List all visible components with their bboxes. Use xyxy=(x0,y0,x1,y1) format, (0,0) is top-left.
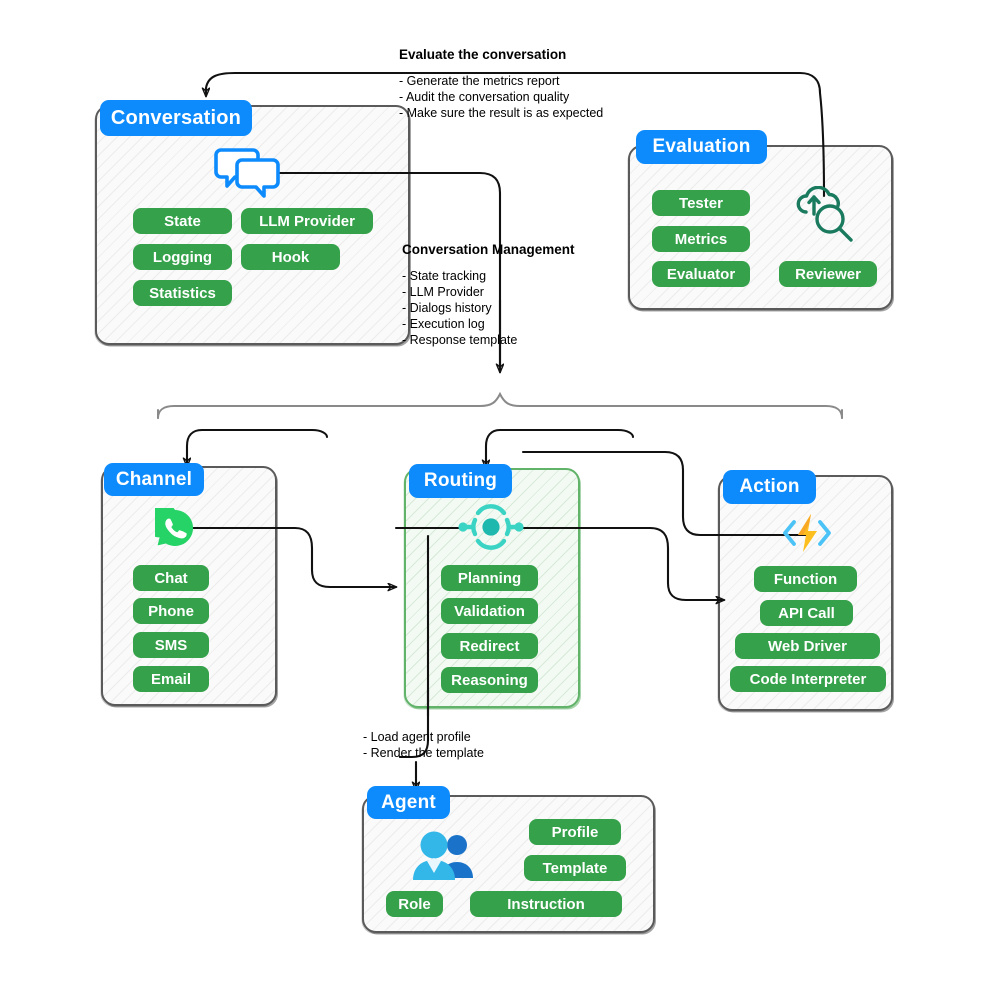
pill-sms[interactable]: SMS xyxy=(133,632,209,658)
annotation-conversation-management: Conversation Management - State tracking… xyxy=(402,242,575,348)
module-title-conversation[interactable]: Conversation xyxy=(100,100,252,136)
pill-evaluator[interactable]: Evaluator xyxy=(652,261,750,287)
pill-template[interactable]: Template xyxy=(524,855,626,881)
annotation-agent-line-0: - Load agent profile xyxy=(363,730,471,744)
annotation-evaluate: Evaluate the conversation - Generate the… xyxy=(399,47,603,121)
pill-planning[interactable]: Planning xyxy=(441,565,538,591)
pill-function[interactable]: Function xyxy=(754,566,857,592)
annotation-cm-line-2: - Dialogs history xyxy=(402,301,492,315)
pill-api-call[interactable]: API Call xyxy=(760,600,853,626)
module-title-channel[interactable]: Channel xyxy=(104,463,204,496)
annotation-evaluate-title: Evaluate the conversation xyxy=(399,47,567,62)
annotation-cm-line-3: - Execution log xyxy=(402,317,485,331)
pill-state[interactable]: State xyxy=(133,208,232,234)
pill-tester[interactable]: Tester xyxy=(652,190,750,216)
pill-email[interactable]: Email xyxy=(133,666,209,692)
annotation-agent-line-1: - Render the template xyxy=(363,746,484,760)
whatsapp-icon xyxy=(141,501,195,548)
pill-validation[interactable]: Validation xyxy=(441,598,538,624)
module-title-routing[interactable]: Routing xyxy=(409,464,512,498)
annotation-evaluate-line-0: - Generate the metrics report xyxy=(399,74,560,88)
pill-phone[interactable]: Phone xyxy=(133,598,209,624)
pill-hook[interactable]: Hook xyxy=(241,244,340,270)
annotation-evaluate-line-2: - Make sure the result is as expected xyxy=(399,106,604,120)
pill-web-driver[interactable]: Web Driver xyxy=(735,633,880,659)
module-title-agent[interactable]: Agent xyxy=(367,786,450,819)
pill-metrics[interactable]: Metrics xyxy=(652,226,750,252)
pill-instruction[interactable]: Instruction xyxy=(470,891,622,917)
module-title-evaluation[interactable]: Evaluation xyxy=(636,130,767,164)
annotation-cm-line-1: - LLM Provider xyxy=(402,285,484,299)
annotation-conversation-management-title: Conversation Management xyxy=(402,242,575,257)
code-lightning-icon xyxy=(779,510,835,556)
annotation-agent-notes: - Load agent profile - Render the templa… xyxy=(363,729,484,761)
routing-hub-icon xyxy=(456,503,526,551)
pill-chat[interactable]: Chat xyxy=(133,565,209,591)
pill-profile[interactable]: Profile xyxy=(529,819,621,845)
chat-bubbles-icon xyxy=(212,146,282,198)
pill-reasoning[interactable]: Reasoning xyxy=(441,667,538,693)
annotation-evaluate-line-1: - Audit the conversation quality xyxy=(399,90,570,104)
pill-redirect[interactable]: Redirect xyxy=(441,633,538,659)
pill-code-interpreter[interactable]: Code Interpreter xyxy=(730,666,886,692)
pill-statistics[interactable]: Statistics xyxy=(133,280,232,306)
cloud-search-icon xyxy=(793,185,859,246)
annotation-cm-line-0: - State tracking xyxy=(402,269,487,283)
annotation-cm-line-4: - Response template xyxy=(402,333,518,347)
pill-logging[interactable]: Logging xyxy=(133,244,232,270)
users-icon xyxy=(410,828,478,882)
pill-llm-provider[interactable]: LLM Provider xyxy=(241,208,373,234)
pill-role[interactable]: Role xyxy=(386,891,443,917)
pill-reviewer[interactable]: Reviewer xyxy=(779,261,877,287)
module-title-action[interactable]: Action xyxy=(723,470,816,504)
